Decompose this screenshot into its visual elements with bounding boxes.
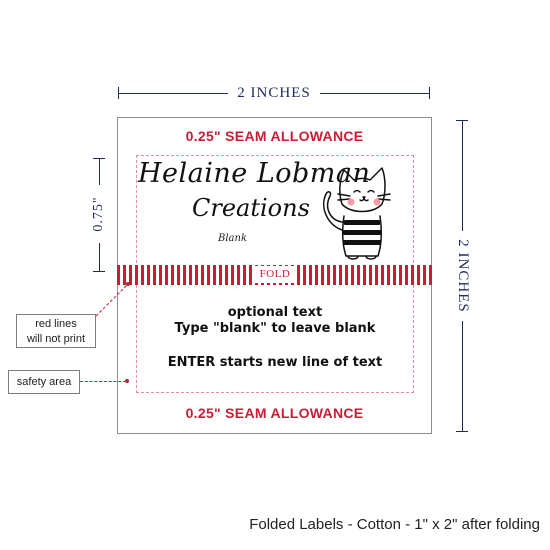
brand-name-line2: Creations xyxy=(192,194,310,222)
blank-instruction-line: Type "blank" to leave blank xyxy=(174,321,376,336)
brand-name-line1: Helaine Lobman xyxy=(138,158,371,189)
height-dimension-label: 2 INCHES xyxy=(453,231,473,321)
safety-area-callout: safety area xyxy=(8,370,80,394)
brand-subtitle: Blank xyxy=(218,233,248,244)
width-dimension-tick-right xyxy=(429,87,430,99)
product-caption: Folded Labels - Cotton - 1" x 2" after f… xyxy=(249,516,540,533)
fold-dimension-tick-bottom xyxy=(93,271,105,272)
seam-allowance-bottom: 0.25" SEAM ALLOWANCE xyxy=(185,405,364,421)
striped-cat-icon xyxy=(322,167,391,260)
fold-dimension-label: 0.75" xyxy=(90,185,108,243)
fold-label: FOLD xyxy=(255,266,295,283)
optional-text-line: optional text xyxy=(227,305,323,320)
width-dimension-label: 2 INCHES xyxy=(228,83,320,103)
red-lines-callout: red lines will not print xyxy=(16,314,96,348)
height-dimension-tick-bottom xyxy=(456,431,468,432)
red-lines-pointer xyxy=(95,282,130,317)
safety-area-pointer-dot xyxy=(125,379,129,383)
seam-allowance-top: 0.25" SEAM ALLOWANCE xyxy=(185,128,364,144)
enter-instruction-line: ENTER starts new line of text xyxy=(167,355,383,370)
safety-area-pointer xyxy=(80,381,126,382)
